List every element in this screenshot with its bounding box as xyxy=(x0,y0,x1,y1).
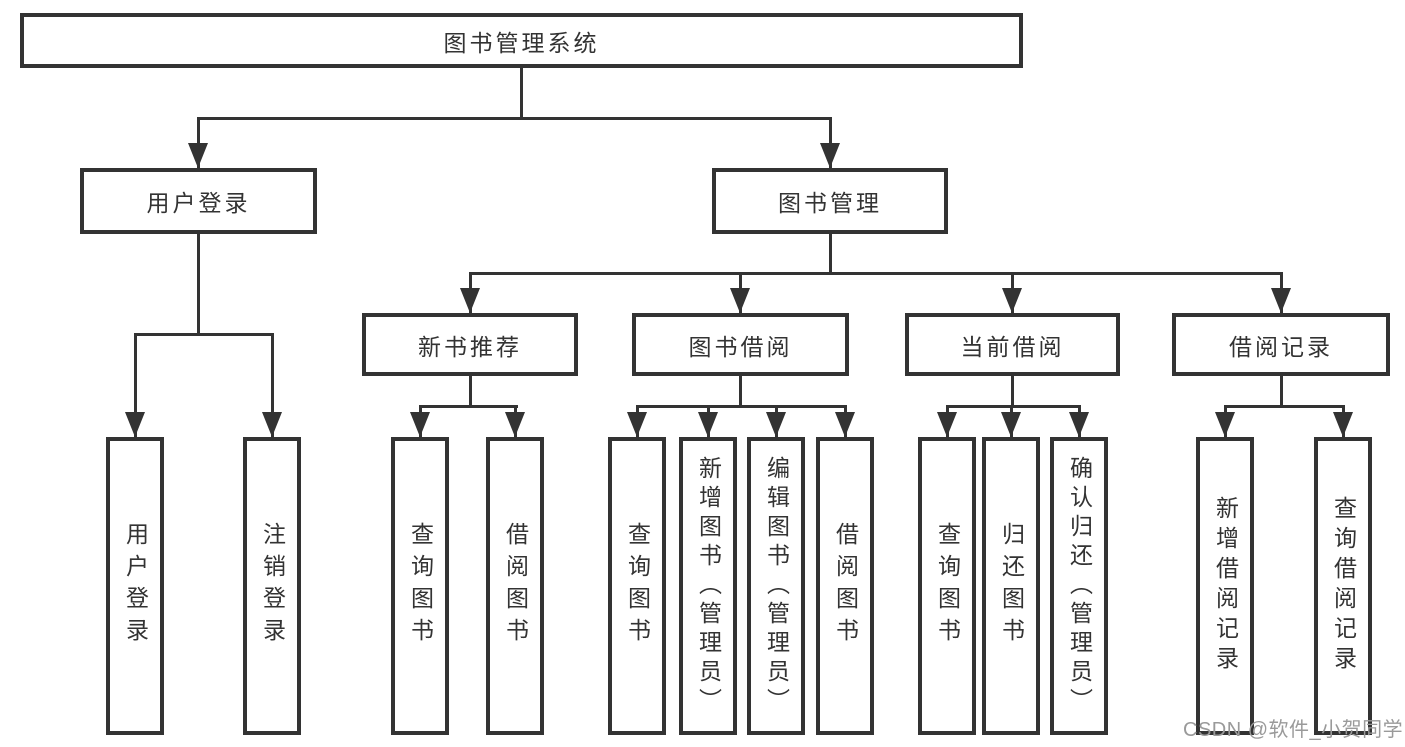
leaf-edit-book-admin: 编辑图书（管理员） xyxy=(747,437,805,735)
arrow-down-icon xyxy=(835,412,855,437)
connector-line xyxy=(1280,376,1283,408)
node-user-login-label: 用户登录 xyxy=(146,190,251,216)
node-book-borrowing-label: 图书借阅 xyxy=(688,333,793,360)
leaf-label: 注销登录 xyxy=(259,522,286,650)
connector-line xyxy=(271,333,274,437)
connector-line xyxy=(419,405,518,408)
leaf-label: 确认归还（管理员） xyxy=(1066,455,1093,717)
leaf-label: 归还图书 xyxy=(998,522,1025,650)
arrow-down-icon xyxy=(820,143,840,168)
arrow-down-icon xyxy=(188,143,208,168)
connector-line xyxy=(469,376,472,408)
arrow-down-icon xyxy=(262,412,282,437)
arrow-down-icon xyxy=(410,412,430,437)
node-new-book-recommendation: 新书推荐 xyxy=(362,313,578,376)
node-current-borrowing: 当前借阅 xyxy=(905,313,1120,376)
leaf-label: 查询图书 xyxy=(624,522,651,650)
arrow-down-icon xyxy=(1271,288,1291,313)
connector-line xyxy=(739,376,742,408)
connector-line xyxy=(197,117,832,120)
connector-line xyxy=(1011,376,1014,408)
connector-line xyxy=(134,333,137,437)
leaf-borrow-books-borrowing: 借阅图书 xyxy=(816,437,874,735)
leaf-query-borrow-record: 查询借阅记录 xyxy=(1314,437,1372,735)
arrow-down-icon xyxy=(766,412,786,437)
leaf-label: 查询图书 xyxy=(407,522,434,650)
arrow-down-icon xyxy=(698,412,718,437)
arrow-down-icon xyxy=(460,288,480,313)
leaf-label: 查询借阅记录 xyxy=(1330,496,1357,676)
node-borrowing-records: 借阅记录 xyxy=(1172,313,1390,376)
leaf-label: 新增图书（管理员） xyxy=(695,455,722,717)
arrow-down-icon xyxy=(505,412,525,437)
arrow-down-icon xyxy=(730,288,750,313)
node-book-management-label: 图书管理 xyxy=(778,190,882,216)
arrow-down-icon xyxy=(1002,288,1022,313)
leaf-return-books: 归还图书 xyxy=(982,437,1040,735)
node-book-management: 图书管理 xyxy=(712,168,948,234)
arrow-down-icon xyxy=(1069,412,1089,437)
arrow-down-icon xyxy=(1001,412,1021,437)
leaf-user-login: 用户登录 xyxy=(106,437,164,735)
connector-line xyxy=(636,405,847,408)
connector-line xyxy=(829,234,832,274)
leaf-query-books-current: 查询图书 xyxy=(918,437,976,735)
connector-line xyxy=(197,117,200,168)
node-borrowing-records-label: 借阅记录 xyxy=(1229,333,1333,360)
node-current-borrowing-label: 当前借阅 xyxy=(960,333,1065,360)
leaf-query-books-borrowing: 查询图书 xyxy=(608,437,666,735)
node-user-login: 用户登录 xyxy=(80,168,317,234)
node-root: 图书管理系统 xyxy=(20,13,1023,68)
connector-line xyxy=(1224,405,1344,408)
arrow-down-icon xyxy=(627,412,647,437)
leaf-borrow-books-recommend: 借阅图书 xyxy=(486,437,544,735)
connector-line xyxy=(197,234,200,336)
leaf-label: 查询图书 xyxy=(934,522,961,650)
leaf-label: 借阅图书 xyxy=(502,522,529,650)
leaf-confirm-return-admin: 确认归还（管理员） xyxy=(1050,437,1108,735)
watermark: CSDN @软件_小贺同学 xyxy=(1183,719,1404,741)
leaf-label: 借阅图书 xyxy=(832,522,859,650)
arrow-down-icon xyxy=(1333,412,1353,437)
arrow-down-icon xyxy=(1215,412,1235,437)
node-root-label: 图书管理系统 xyxy=(443,29,600,56)
arrow-down-icon xyxy=(125,412,145,437)
leaf-add-book-admin: 新增图书（管理员） xyxy=(679,437,737,735)
leaf-add-borrow-record: 新增借阅记录 xyxy=(1196,437,1254,735)
leaf-label: 编辑图书（管理员） xyxy=(763,455,790,717)
connector-line xyxy=(946,405,1081,408)
leaf-query-books-recommend: 查询图书 xyxy=(391,437,449,735)
connector-line xyxy=(469,272,1282,275)
connector-line xyxy=(134,333,274,336)
node-new-book-recommendation-label: 新书推荐 xyxy=(418,333,522,360)
leaf-label: 用户登录 xyxy=(122,522,149,650)
leaf-label: 新增借阅记录 xyxy=(1212,496,1239,676)
connector-line xyxy=(829,117,832,168)
node-book-borrowing: 图书借阅 xyxy=(632,313,849,376)
connector-line xyxy=(520,68,523,119)
arrow-down-icon xyxy=(937,412,957,437)
leaf-logout: 注销登录 xyxy=(243,437,301,735)
